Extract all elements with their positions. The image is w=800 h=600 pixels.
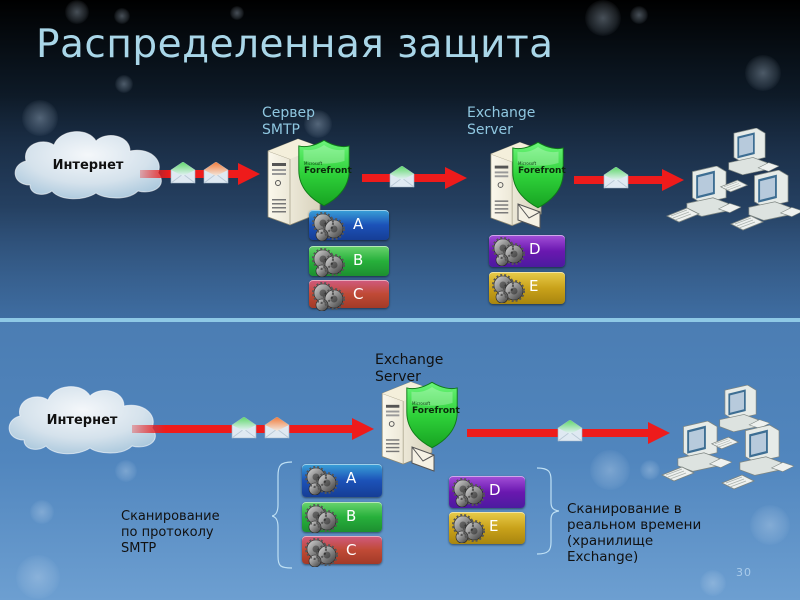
scan-engine-a: A	[309, 210, 389, 240]
gears-icon	[451, 477, 485, 507]
left-brace-icon	[272, 461, 293, 569]
slide-number: 30	[736, 566, 752, 579]
exchange-server-label: Exchange Server	[375, 352, 444, 385]
keyboard-icon	[660, 465, 696, 483]
scan-engine-c: C	[302, 536, 382, 564]
bokeh-decoration	[16, 555, 60, 599]
client-workstations	[660, 385, 795, 495]
smtp-server-label: Сервер SMTP	[262, 105, 316, 138]
cloud-label: Интернет	[52, 158, 124, 173]
infected-email-icon	[203, 162, 229, 184]
clean-email-icon	[557, 420, 583, 442]
section-divider	[0, 318, 800, 322]
internet-cloud-top: Интернет	[8, 125, 168, 205]
scan-engine-d: D	[489, 235, 565, 267]
keyboard-icon	[729, 214, 765, 232]
bokeh-decoration	[700, 570, 726, 596]
exchange-server-label: Exchange Server	[467, 105, 536, 138]
arrow-head-icon	[238, 163, 260, 185]
gears-icon	[311, 247, 345, 277]
smtp-scan-description: Сканирование по протоколу SMTP	[121, 509, 220, 556]
clean-email-icon	[603, 167, 629, 189]
slide-title: Распределенная защита	[36, 22, 554, 67]
arrow-head-icon	[648, 422, 670, 444]
scan-engine-b: B	[309, 246, 389, 276]
realtime-scan-description: Сканирование в реальном времени (хранили…	[567, 501, 702, 565]
forefront-shield-icon: Microsoft Forefront	[404, 380, 460, 450]
bokeh-decoration	[590, 450, 630, 490]
scan-engine-e: E	[489, 272, 565, 304]
bokeh-decoration	[745, 55, 781, 91]
keyboard-icon	[665, 206, 701, 224]
bokeh-decoration	[22, 100, 58, 136]
bokeh-decoration	[750, 505, 790, 545]
client-workstations	[665, 128, 800, 238]
infected-email-icon	[264, 417, 290, 439]
clean-email-icon	[389, 166, 415, 188]
gears-icon	[491, 236, 525, 266]
bokeh-decoration	[115, 460, 137, 482]
bokeh-decoration	[65, 0, 89, 24]
bokeh-decoration	[630, 6, 648, 24]
keyboard-icon	[710, 435, 740, 451]
bokeh-decoration	[30, 500, 54, 524]
bokeh-decoration	[230, 6, 244, 20]
gears-icon	[491, 273, 525, 303]
arrow-head-icon	[445, 167, 467, 189]
forefront-shield-icon: Microsoft Forefront	[510, 140, 566, 210]
bokeh-decoration	[304, 110, 332, 138]
gears-icon	[304, 465, 338, 495]
gears-icon	[311, 211, 345, 241]
clean-email-icon	[231, 417, 257, 439]
keyboard-icon	[719, 178, 749, 194]
scan-engine-a: A	[302, 464, 382, 497]
clean-email-icon	[170, 162, 196, 184]
bokeh-decoration	[115, 75, 133, 93]
right-brace-icon	[536, 467, 559, 555]
keyboard-icon	[720, 473, 756, 491]
forefront-shield-icon: Microsoft Forefront	[296, 138, 352, 208]
bokeh-decoration	[640, 460, 660, 480]
gears-icon	[304, 537, 338, 567]
arrow-head-icon	[662, 169, 684, 191]
gears-icon	[311, 281, 345, 311]
bokeh-decoration	[114, 8, 130, 24]
gears-icon	[451, 513, 485, 543]
internet-cloud-bottom: Интернет	[2, 380, 162, 460]
bokeh-decoration	[585, 0, 621, 36]
gears-icon	[304, 503, 338, 533]
arrow-head-icon	[352, 418, 374, 440]
top-diagram-background	[0, 95, 800, 318]
scan-engine-d: D	[449, 476, 525, 508]
scan-engine-e: E	[449, 512, 525, 544]
cloud-label: Интернет	[46, 413, 118, 428]
scan-engine-b: B	[302, 502, 382, 532]
scan-engine-c: C	[309, 280, 389, 308]
